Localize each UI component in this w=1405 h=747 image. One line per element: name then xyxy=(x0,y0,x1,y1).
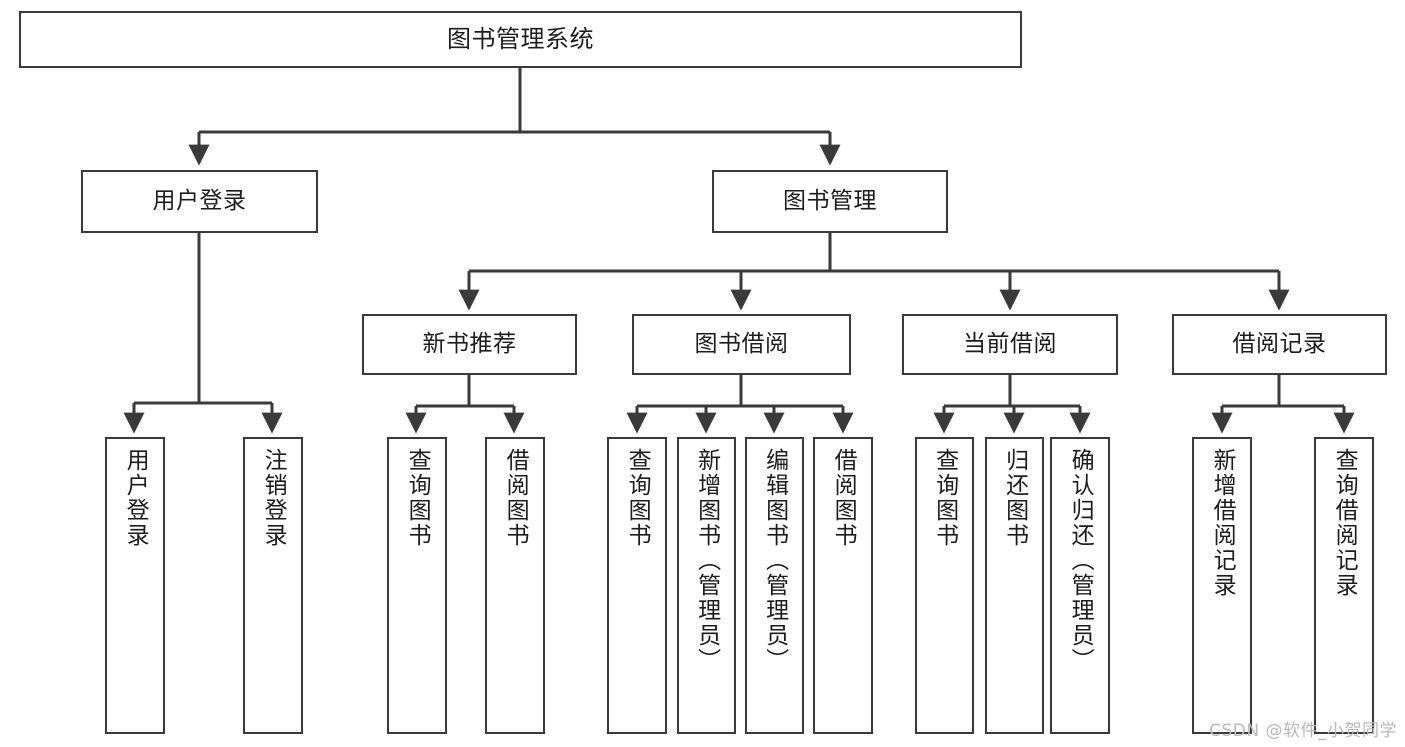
leaf-user-login[interactable]: 用户登录 xyxy=(105,437,165,734)
node-label: 新书推荐 xyxy=(422,330,517,357)
leaf-current-query-book[interactable]: 查询图书 xyxy=(915,437,974,734)
node-label: 用户登录 xyxy=(122,448,149,548)
leaf-logout[interactable]: 注销登录 xyxy=(243,437,303,734)
node-label: 新增图书（管理员） xyxy=(693,448,720,673)
node-new-book-recommend[interactable]: 新书推荐 xyxy=(362,314,577,375)
node-label: 查询图书 xyxy=(931,448,958,548)
leaf-new-books-query[interactable]: 查询图书 xyxy=(387,437,447,734)
leaf-borrow-edit-book-admin[interactable]: 编辑图书（管理员） xyxy=(745,437,804,734)
leaf-borrow-borrow-book[interactable]: 借阅图书 xyxy=(813,437,873,734)
node-current-borrow[interactable]: 当前借阅 xyxy=(902,314,1118,375)
node-label: 查询借阅记录 xyxy=(1331,448,1358,598)
node-label: 归还图书 xyxy=(1001,448,1028,548)
node-root-system[interactable]: 图书管理系统 xyxy=(19,11,1022,68)
leaf-borrow-query-book[interactable]: 查询图书 xyxy=(607,437,667,734)
node-label: 用户登录 xyxy=(152,187,247,214)
node-label: 借阅图书 xyxy=(502,448,529,548)
leaf-current-confirm-return-admin[interactable]: 确认归还（管理员） xyxy=(1050,437,1110,734)
leaf-borrow-add-book-admin[interactable]: 新增图书（管理员） xyxy=(677,437,736,734)
node-label: 新增借阅记录 xyxy=(1209,448,1236,598)
node-book-management[interactable]: 图书管理 xyxy=(712,170,948,233)
node-label: 编辑图书（管理员） xyxy=(761,448,788,673)
leaf-add-borrow-record[interactable]: 新增借阅记录 xyxy=(1192,437,1252,734)
node-borrow-records[interactable]: 借阅记录 xyxy=(1172,314,1387,375)
leaf-new-books-borrow[interactable]: 借阅图书 xyxy=(485,437,545,734)
node-label: 确认归还（管理员） xyxy=(1067,448,1094,673)
node-label: 注销登录 xyxy=(260,448,287,548)
node-label: 图书管理系统 xyxy=(447,25,594,54)
leaf-query-borrow-record[interactable]: 查询借阅记录 xyxy=(1314,437,1374,734)
node-label: 图书借阅 xyxy=(694,330,789,357)
node-label: 图书管理 xyxy=(783,187,877,214)
node-book-borrow[interactable]: 图书借阅 xyxy=(632,314,851,375)
csdn-watermark: CSDN @软件_小贺同学 xyxy=(1209,721,1397,741)
node-label: 借阅记录 xyxy=(1232,330,1327,357)
node-user-login[interactable]: 用户登录 xyxy=(81,170,318,233)
node-label: 查询图书 xyxy=(404,448,431,548)
node-label: 当前借阅 xyxy=(963,330,1057,357)
node-label: 借阅图书 xyxy=(830,448,857,548)
node-label: 查询图书 xyxy=(624,448,651,548)
leaf-current-return-book[interactable]: 归还图书 xyxy=(985,437,1044,734)
